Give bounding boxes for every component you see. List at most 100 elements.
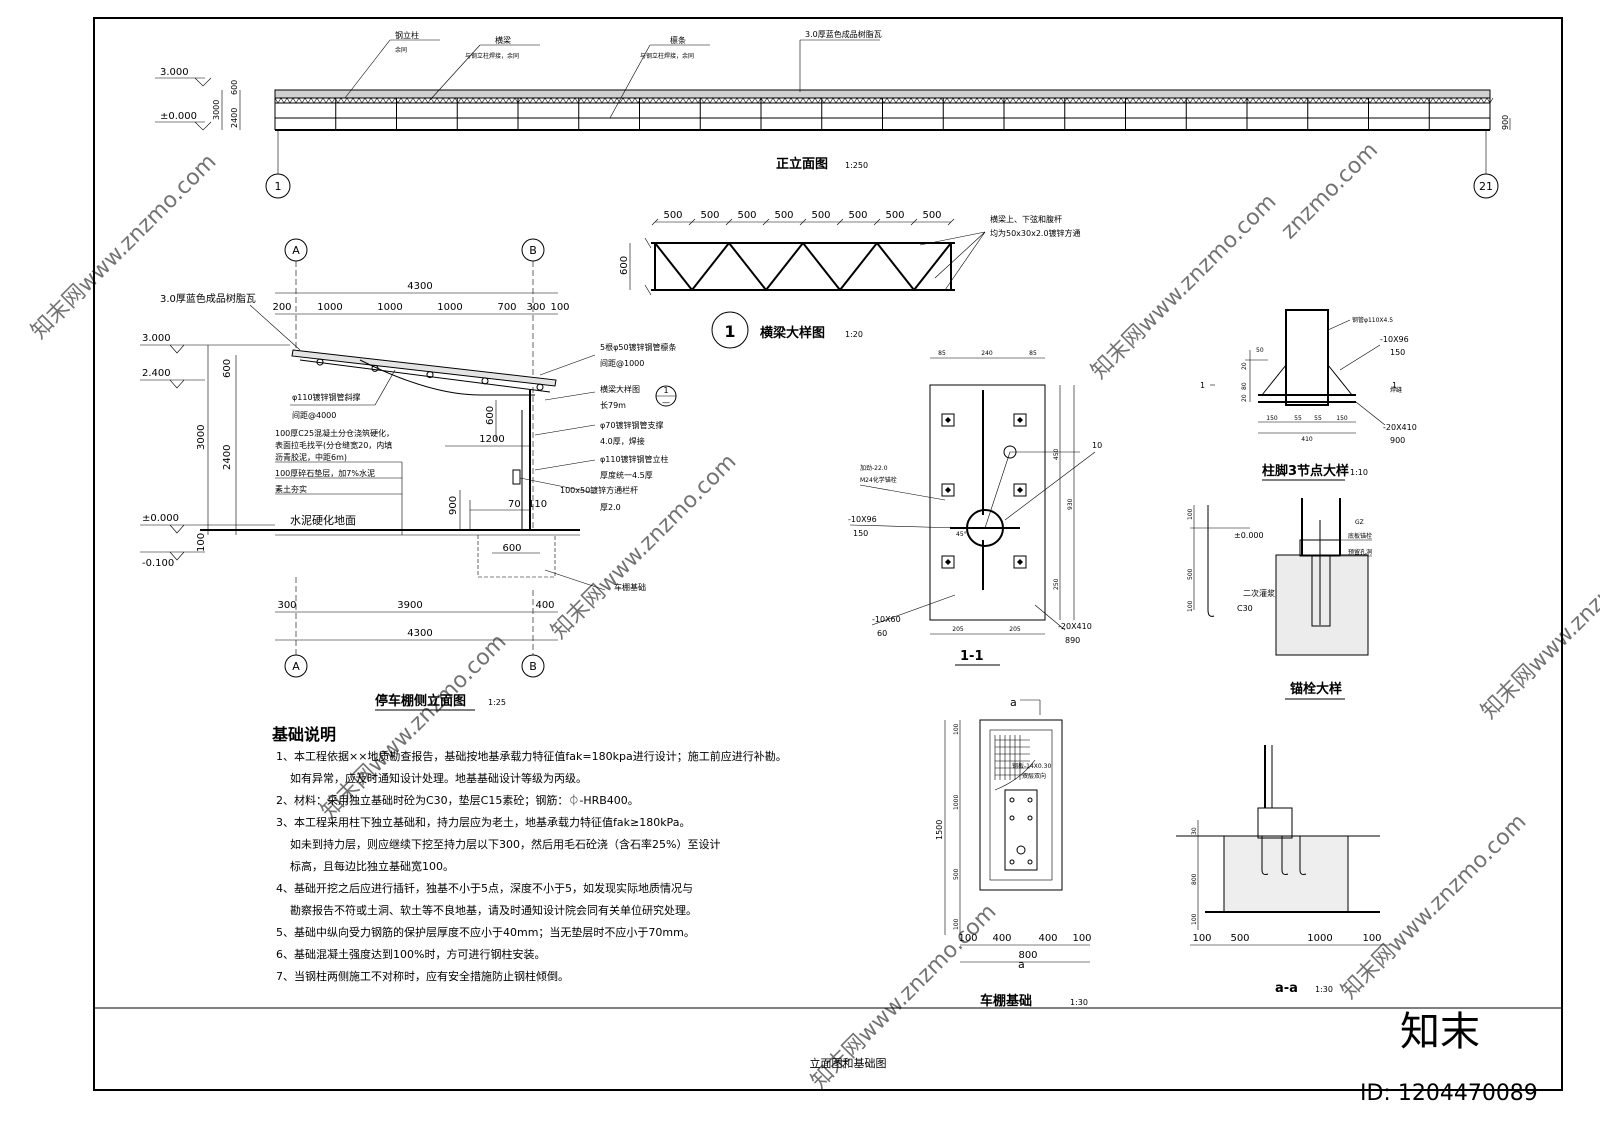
dim: 205 — [1009, 626, 1021, 633]
side-top-total: 4300 — [407, 281, 432, 292]
section-mark-label: 1 — [1200, 381, 1205, 390]
axis-label-a: A — [292, 244, 300, 257]
dim: 500 — [1230, 933, 1249, 944]
side-elevation-title: 停车棚侧立面图 — [375, 693, 466, 709]
dim-2400: 2400 — [230, 108, 239, 128]
front-truss-zigzag — [274, 97, 1494, 104]
truss-dim: 500 — [848, 210, 867, 221]
leader-line — [849, 524, 961, 529]
dim: 930 — [1067, 498, 1074, 510]
column-note: 厚度统一4.5厚 — [600, 470, 653, 480]
leader-line — [534, 459, 596, 471]
anchor-grout: 二次灌浆 — [1243, 588, 1275, 598]
dim-900: 900 — [1501, 115, 1510, 130]
leader-line — [539, 354, 596, 376]
leader-line — [344, 39, 391, 99]
truss-diagonal — [913, 242, 952, 291]
dim: 400 — [992, 933, 1011, 944]
truss-dim: 500 — [811, 210, 830, 221]
leader-line — [429, 44, 481, 101]
plate-c-2: 890 — [1065, 636, 1080, 645]
purlin-spacing: 间距@1000 — [600, 359, 644, 368]
anchor-detail: 100 500 100 ±0.000 二次灌浆 C30 GZ 底板锚栓 预留孔洞… — [1187, 498, 1372, 700]
side-bar-clip — [512, 469, 521, 485]
base-label: -20X410 — [1383, 423, 1417, 432]
side-bottom-total: 4300 — [407, 628, 432, 639]
anchor-bolt-plate — [1013, 555, 1027, 569]
bar-note: 厚2.0 — [600, 503, 621, 512]
base-label-2: 900 — [1390, 436, 1405, 445]
truss-height: 600 — [619, 256, 630, 275]
column-label: φ110镀锌钢管立柱 — [600, 454, 669, 464]
dim: 450 — [1053, 448, 1060, 460]
side-roofing-label: 3.0厚蓝色成品树脂瓦 — [160, 292, 256, 305]
leader-line — [1034, 604, 1066, 631]
side-level: -0.100 — [142, 558, 174, 569]
dim: 100 — [1187, 600, 1194, 612]
pipe-column — [1285, 309, 1329, 406]
truss-note-2: 均为50x30x2.0镀锌方通 — [990, 228, 1081, 238]
level-symbol — [169, 344, 185, 354]
foundation-plan: 钢板-14X0.30 双层双向 a a 100 1000 500 100 150… — [935, 696, 1092, 1009]
dim: 100 — [1072, 933, 1091, 944]
dim-900: 900 — [448, 496, 459, 515]
truss-dim: 500 — [922, 210, 941, 221]
side-top-dim: 1000 — [317, 302, 342, 313]
dim: 150 — [1336, 415, 1348, 422]
section-1-1: 10 85 240 85 205 205 450 930 250 加劲-22.0… — [848, 350, 1102, 666]
vert-dim: 20 — [1241, 362, 1248, 370]
dim-3000: 3000 — [212, 100, 221, 120]
axis-bubble-21 — [1473, 173, 1499, 199]
base-plate — [929, 384, 1046, 621]
brace-spacing: 间距@4000 — [292, 411, 336, 420]
side-top-dim: 300 — [526, 302, 545, 313]
watermark-text: 知末网www.znzmo.com — [1337, 809, 1532, 1004]
dim: 100 — [1192, 933, 1211, 944]
side-top-dim: 100 — [550, 302, 569, 313]
axis-bubble-1 — [265, 173, 291, 199]
plate-a-2: 150 — [853, 529, 868, 538]
sheet-name: 立面图和基础图 — [810, 1056, 887, 1070]
note-line: 5、基础中纵向受力钢筋的保护层厚度不应小于40mm；当无垫层时不应小于70mm。 — [276, 925, 695, 939]
layer-text-4: 100厚碎石垫层，加7%水泥 — [275, 468, 375, 478]
leader-line — [1355, 401, 1386, 426]
callout-beam-note: 与钢立柱焊接，余同 — [465, 52, 519, 60]
dim-600: 600 — [485, 406, 496, 425]
watermark-text: 知末网www.znzmo.com — [1477, 529, 1600, 724]
callout-steel-column: 钢立柱 — [395, 30, 419, 40]
note-line: 4、基础开挖之后应进行插钎，独基不小于5点，深度不小于5，如发现实际地质情况与 — [276, 881, 693, 895]
angle-label: 45° — [956, 531, 967, 538]
truss-dim: 500 — [700, 210, 719, 221]
plan-bolts — [1009, 797, 1033, 865]
anchor-pocket-label: 预留孔洞 — [1348, 548, 1372, 556]
truss-scale: 1:20 — [845, 330, 863, 339]
level-symbol — [169, 551, 185, 561]
anchor-bolt-plate — [941, 413, 955, 427]
plate-c-1: -20X410 — [1058, 622, 1092, 631]
plate-b-1: -10X60 — [872, 615, 901, 624]
axis-label-b: B — [529, 244, 537, 257]
dim: 100 — [1362, 933, 1381, 944]
side-elevation: A B 4300 200 1000 1000 1000 700 300 100 … — [140, 238, 677, 711]
note-line: 勘察报告不符或土洞、软土等不良地基，请及时通知设计院会同有关单位研究处理。 — [290, 903, 697, 917]
plan-note-2: 双层双向 — [1022, 772, 1046, 780]
callout-column-note: 余同 — [395, 46, 407, 54]
sheet-frame: 立面图和基础图 — [93, 17, 1563, 1091]
dim: 100 — [958, 933, 977, 944]
plan-bolt — [1009, 797, 1015, 803]
axis-label-21: 21 — [1479, 180, 1493, 193]
truss-dim: 500 — [774, 210, 793, 221]
rib-label-1: 加劲-22.0 — [860, 464, 888, 472]
ref-bubble-num: 1 — [663, 386, 668, 395]
dim: 1000 — [953, 795, 960, 810]
watermark-text: 知末网www.znzmo.com — [27, 149, 222, 344]
vert-dim: 80 — [1241, 382, 1248, 390]
callout-roofing: 3.0厚蓝色成品树脂瓦 — [805, 29, 882, 39]
column-base-title: 柱脚3节点大样 — [1262, 463, 1349, 479]
leader-line — [984, 451, 1011, 529]
front-truss-web — [274, 97, 1494, 104]
dim-50: 50 — [1256, 347, 1264, 354]
column-base-scale: 1:10 — [1350, 468, 1368, 477]
foundation-label: 车棚基础 — [614, 582, 646, 592]
